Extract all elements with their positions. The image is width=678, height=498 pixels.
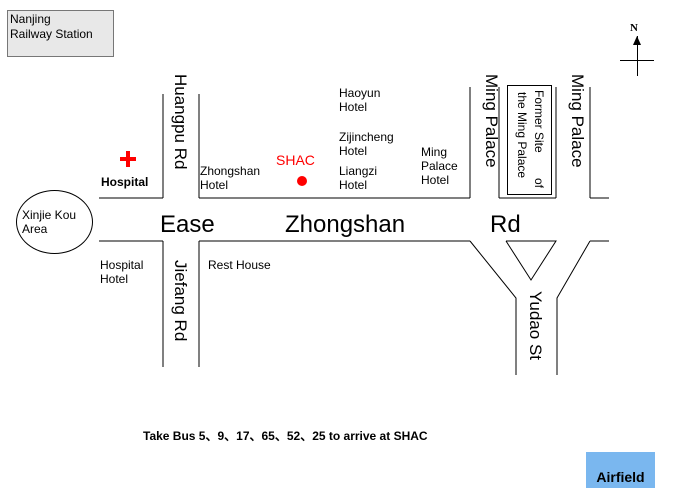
haoyun-hotel-label: Haoyun Hotel [339,86,380,114]
zijincheng-hotel-label: Zijincheng Hotel [339,130,394,158]
rest-house-label: Rest House [208,258,271,272]
zijincheng-hotel-line1: Zijincheng [339,130,394,144]
station-line1: Nanjing [10,12,51,26]
former-site-line3: the Ming Palace [515,92,529,179]
zijincheng-hotel-line2: Hotel [339,144,368,158]
ming-palace-hotel-line1: Ming [421,145,448,159]
bus-instructions-caption: Take Bus 5、9、17、65、52、25 to arrive at SH… [143,429,428,443]
hospital-label: Hospital [101,175,149,189]
ming-palace-hotel-line3: Hotel [421,173,450,187]
shac-label: SHAC [276,152,315,168]
road-edge [556,240,591,375]
airfield-label: Airfield [596,469,645,485]
ease-road-label: Ease [160,211,215,238]
ming-palace-hotel-label: Ming Palace Hotel [421,145,458,187]
compass-horizontal-line [620,60,654,61]
liangzi-hotel-line2: Hotel [339,178,368,192]
road-edge [469,240,517,375]
xinjie-kou-label: Xinjie Kou Area [22,208,76,236]
hospital-cross-icon [119,150,137,168]
hospital-hotel-line1: Hospital [100,258,144,272]
haoyun-hotel-line2: Hotel [339,100,368,114]
zhongshan-hotel-label: Zhongshan Hotel [200,164,260,192]
liangzi-hotel-line1: Liangzi [339,164,378,178]
zhongshan-hotel-line2: Hotel [200,178,229,192]
liangzi-hotel-label: Liangzi Hotel [339,164,377,192]
zhongshan-hotel-line1: Zhongshan [200,164,261,178]
road-island [505,240,557,281]
yudao-street-label: Yudao St [526,291,545,361]
former-site-line2: of [532,178,546,189]
xinjie-line1: Xinjie Kou [22,208,77,222]
compass-north-label: N [630,22,638,34]
former-site-line1: Former Site [532,90,546,153]
ming-palace-road-right-label: Ming Palace [568,74,587,168]
ming-palace-hotel-line2: Palace [421,159,458,173]
rd-road-label: Rd [490,211,521,238]
huangpu-road-label: Huangpu Rd [171,74,190,170]
ming-palace-road-left-label: Ming Palace [482,74,501,168]
xinjie-line2: Area [22,222,48,236]
station-line2: Railway Station [10,27,93,41]
xinjie-kou-circle [16,190,93,254]
hospital-hotel-line2: Hotel [100,272,129,286]
former-site-box [507,85,552,195]
shac-marker-icon [297,176,307,186]
jiefang-road-label: Jiefang Rd [171,260,190,342]
hospital-hotel-label: Hospital Hotel [100,258,143,286]
airfield-box: Airfield [586,452,655,488]
railway-station-box: Nanjing Railway Station [7,10,114,57]
compass-vertical-line [637,36,638,76]
zhongshan-road-label: Zhongshan [285,211,406,238]
haoyun-hotel-line1: Haoyun [339,86,381,100]
